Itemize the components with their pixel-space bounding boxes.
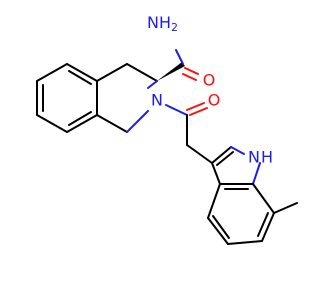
chemical-structure: NH2 O N O N H bbox=[36, 13, 298, 245]
amide-n-main: N bbox=[147, 13, 159, 32]
indole-hydrogen-label: H bbox=[261, 148, 273, 167]
amide-n-sub: 2 bbox=[171, 21, 178, 34]
molecule-canvas: NH2 O N O N H bbox=[36, 12, 298, 245]
indole-nitrogen-label: N bbox=[248, 148, 260, 167]
stereo-wedge bbox=[157, 62, 185, 81]
carboxamide-group bbox=[175, 49, 199, 81]
methyl-bond bbox=[273, 202, 298, 214]
indole-benzo-ring bbox=[207, 183, 275, 245]
ring-nitrogen-label: N bbox=[151, 91, 163, 110]
acyl-oxygen-label: O bbox=[208, 91, 221, 110]
piperidine-ring bbox=[96, 63, 158, 133]
acyl-linker bbox=[165, 102, 213, 164]
amide-n-h: H bbox=[159, 13, 171, 32]
indole-pyrrole-ring bbox=[211, 146, 261, 185]
amide-oxygen-label: O bbox=[203, 71, 216, 90]
amide-nitrogen-label: NH2 bbox=[147, 13, 178, 34]
benzo-ring bbox=[36, 63, 98, 133]
